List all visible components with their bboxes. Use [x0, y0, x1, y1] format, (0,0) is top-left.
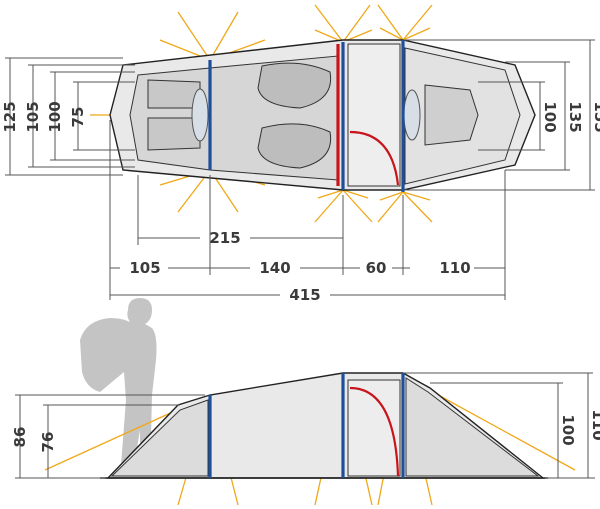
- top-right-height-1: 100: [541, 101, 559, 132]
- side-left-height-dims: [15, 394, 205, 479]
- top-segment-2: 140: [259, 259, 290, 277]
- side-rear-panel: [405, 377, 540, 477]
- top-pad-right-upper: [257, 62, 332, 109]
- side-door-panel: [347, 379, 401, 477]
- top-right-height-3: 155: [591, 101, 600, 132]
- side-front-panel: [110, 399, 209, 477]
- top-pad-left-upper: [147, 79, 201, 109]
- top-door-zip: [349, 130, 400, 186]
- top-right-height-2: 135: [566, 101, 584, 132]
- top-left-height-3: 100: [46, 101, 64, 132]
- side-door-zip: [349, 386, 400, 477]
- top-inner-length: 215: [209, 229, 240, 247]
- top-segment-1: 105: [129, 259, 160, 277]
- top-view: 125 105 100 75 100 135 155: [1, 4, 600, 304]
- top-vestibule: [347, 43, 401, 187]
- top-pad-left-lower: [147, 117, 201, 151]
- top-rear-vent-left: [403, 89, 421, 141]
- top-left-height-dims: [5, 57, 135, 176]
- side-right-height-dims: [403, 372, 595, 479]
- top-vent-left: [191, 88, 209, 142]
- side-right-height-1: 100: [559, 414, 577, 445]
- side-view: 86 76 100 110: [11, 298, 600, 506]
- top-total-length: 415: [289, 286, 320, 304]
- top-pad-right-lower: [257, 123, 332, 169]
- side-right-height-2: 110: [589, 409, 600, 440]
- top-right-height-dims: [403, 39, 595, 191]
- top-rear-door: [424, 84, 479, 146]
- top-left-height-1: 125: [1, 101, 19, 132]
- top-segment-4: 110: [439, 259, 470, 277]
- top-segment-3: 60: [366, 259, 387, 277]
- hiker-silhouette: [80, 298, 157, 478]
- top-left-height-4: 75: [69, 107, 87, 128]
- top-left-height-2: 105: [24, 101, 42, 132]
- side-left-height-2: 76: [39, 432, 57, 453]
- side-left-height-1: 86: [11, 427, 29, 448]
- top-length-dims: [109, 120, 506, 300]
